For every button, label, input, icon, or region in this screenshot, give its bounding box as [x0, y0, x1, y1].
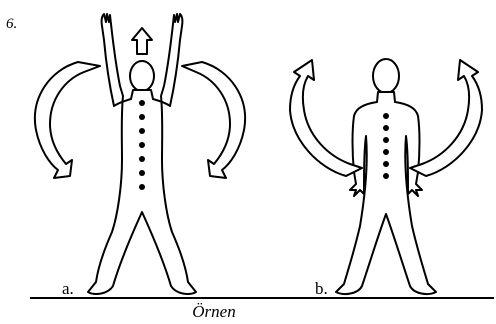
up-arrow-icon — [132, 28, 152, 54]
curved-arrow-left-icon — [35, 62, 100, 178]
figure-caption: Örnen — [0, 302, 496, 322]
panel-label-a: a. — [62, 279, 74, 299]
figure-b-arms-lowered-icon — [336, 59, 436, 294]
curved-arrow-left-up-icon — [290, 60, 362, 176]
curved-arrow-right-up-icon — [410, 60, 482, 176]
caption-text: Örnen — [192, 302, 235, 321]
curved-arrow-right-icon — [182, 62, 245, 178]
figure-a-arms-raised-icon — [88, 14, 196, 294]
step-number: 6. — [6, 16, 17, 33]
panel-label-b: b. — [315, 279, 328, 299]
